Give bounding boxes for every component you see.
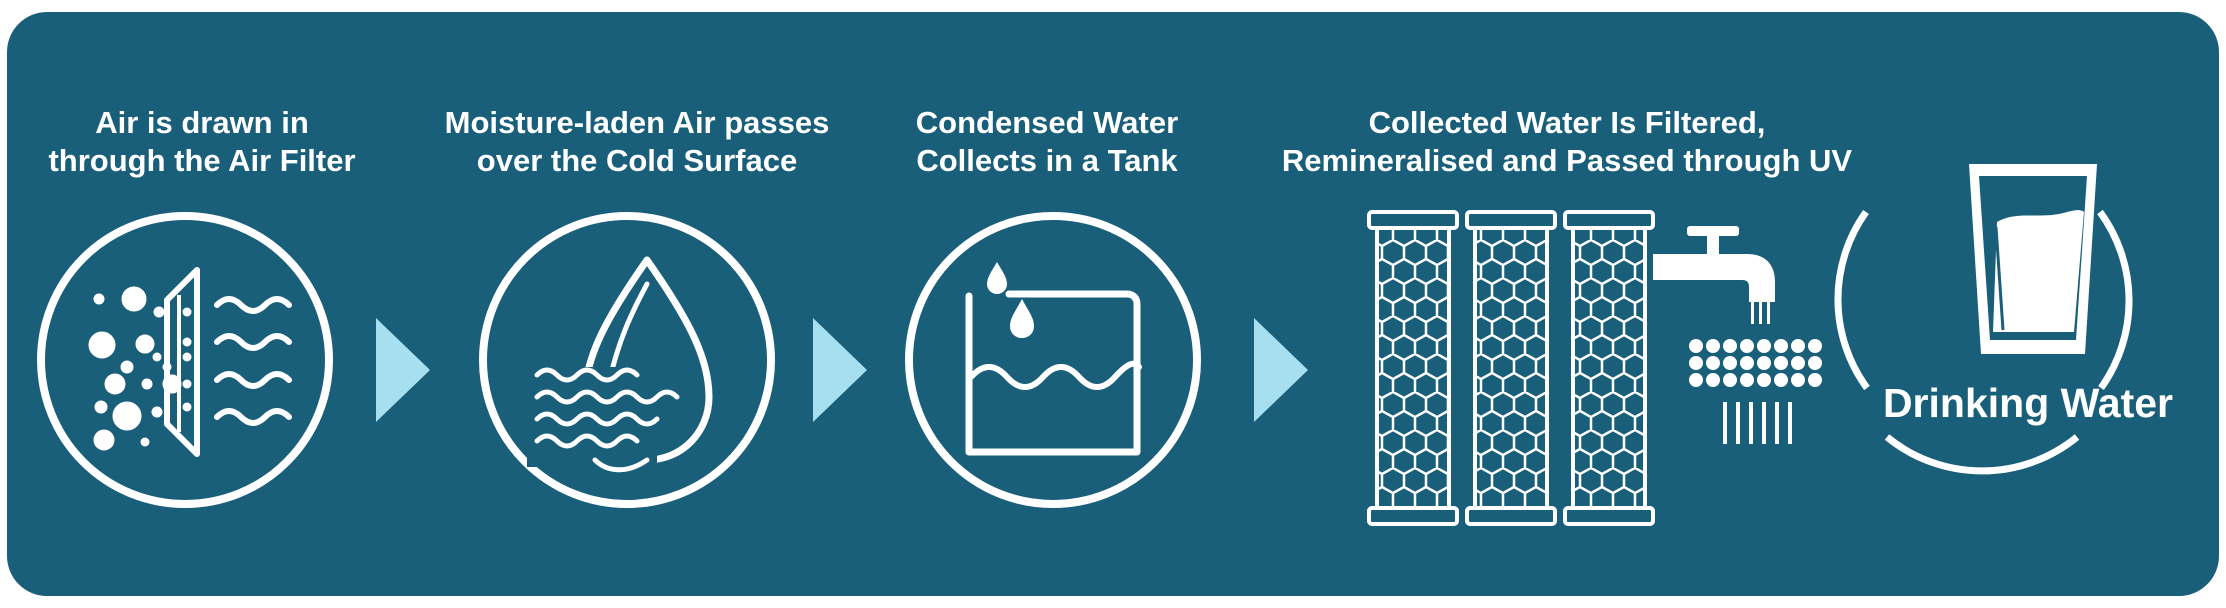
faucet-uv-icon [1653, 226, 1822, 444]
step-2-label: Moisture-laden Air passes over the Cold … [444, 105, 830, 178]
air-filter-icon [37, 212, 333, 508]
moisture-drop-icon [479, 212, 775, 508]
process-diagram: Air is drawn in through the Air Filter M… [7, 12, 2219, 596]
drinking-glass-icon [1834, 164, 2133, 475]
flow-arrow-icon [813, 318, 867, 422]
step-3-label: Condensed Water Collects in a Tank [915, 105, 1179, 178]
water-tank-icon [905, 212, 1201, 508]
diagram-artwork [37, 164, 2133, 526]
flow-arrow-icon [1254, 318, 1308, 422]
flow-arrow-icon [376, 318, 430, 422]
step-1-label: Air is drawn in through the Air Filter [48, 105, 356, 178]
step-4-label: Collected Water Is Filtered, Remineralis… [1281, 105, 1853, 178]
filter-cartridges-icon [1367, 210, 1655, 526]
drinking-water-label: Drinking Water [1882, 380, 2174, 426]
